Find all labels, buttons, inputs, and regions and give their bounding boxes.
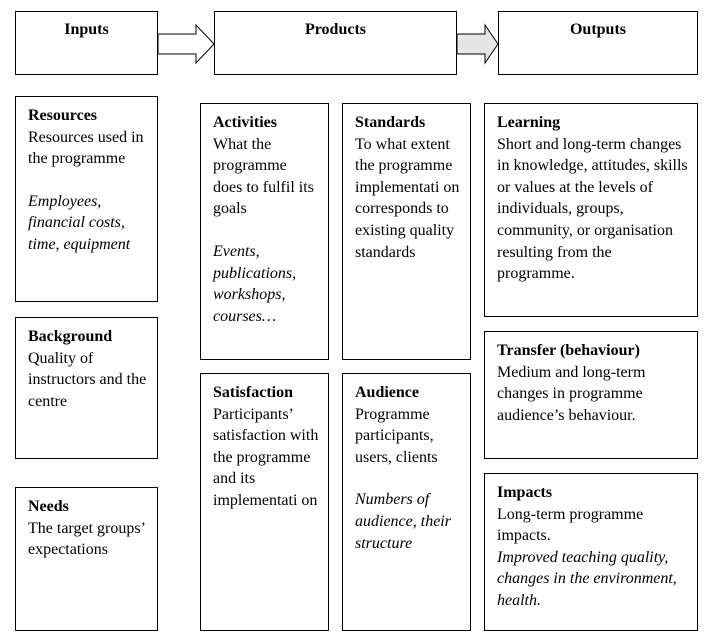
transfer-card: Transfer (behaviour) Medium and long-ter… bbox=[484, 331, 698, 459]
standards-desc: To what extent the programme implementat… bbox=[355, 135, 460, 261]
standards-card: Standards To what extent the programme i… bbox=[342, 103, 471, 360]
needs-title: Needs bbox=[28, 498, 69, 515]
audience-title: Audience bbox=[355, 384, 419, 401]
audience-examples: Numbers of audience, their structure bbox=[355, 491, 451, 552]
transfer-title: Transfer (behaviour) bbox=[497, 342, 640, 359]
needs-desc: The target groups’ expectations bbox=[28, 519, 145, 559]
needs-card: Needs The target groups’ expectations bbox=[15, 487, 158, 631]
background-title: Background bbox=[28, 328, 113, 345]
audience-desc: Programme participants, users, clients bbox=[355, 405, 438, 466]
impacts-title: Impacts bbox=[497, 484, 553, 501]
activities-desc: What the programme does to fulfil its go… bbox=[213, 135, 314, 218]
satisfaction-desc: Participants’ satisfaction with the prog… bbox=[213, 405, 319, 509]
activities-title: Activities bbox=[213, 114, 277, 131]
activities-examples: Events, publications, workshops, courses… bbox=[213, 242, 297, 325]
products-header-label: Products bbox=[304, 21, 367, 38]
transfer-desc: Medium and long-term changes in programm… bbox=[497, 363, 646, 424]
resources-title: Resources bbox=[28, 107, 98, 124]
impacts-examples: Improved teaching quality, changes in th… bbox=[497, 548, 677, 609]
resources-desc: Resources used in the programme bbox=[28, 128, 144, 168]
learning-title: Learning bbox=[497, 114, 561, 131]
standards-title: Standards bbox=[355, 114, 426, 131]
resources-examples: Employees, financial costs, time, equipm… bbox=[28, 192, 131, 253]
impacts-card: Impacts Long-term programme impacts. Imp… bbox=[484, 473, 698, 631]
products-header: Products bbox=[214, 11, 457, 75]
arrow-inputs-to-products bbox=[157, 23, 215, 65]
activities-card: Activities What the programme does to fu… bbox=[200, 103, 329, 360]
inputs-header: Inputs bbox=[15, 11, 158, 75]
background-card: Background Quality of instructors and th… bbox=[15, 317, 158, 459]
satisfaction-title: Satisfaction bbox=[213, 384, 293, 401]
learning-card: Learning Short and long-term changes in … bbox=[484, 103, 698, 317]
arrow-products-to-outputs bbox=[456, 23, 499, 65]
impacts-desc: Long-term programme impacts. bbox=[497, 505, 644, 545]
background-desc: Quality of instructors and the centre bbox=[28, 349, 147, 410]
outputs-header-label: Outputs bbox=[569, 21, 627, 38]
resources-card: Resources Resources used in the programm… bbox=[15, 96, 158, 302]
outputs-header: Outputs bbox=[498, 11, 698, 75]
audience-card: Audience Programme participants, users, … bbox=[342, 373, 471, 631]
satisfaction-card: Satisfaction Participants’ satisfaction … bbox=[200, 373, 329, 631]
inputs-header-label: Inputs bbox=[64, 21, 109, 38]
learning-desc: Short and long-term changes in knowledge… bbox=[497, 135, 688, 283]
